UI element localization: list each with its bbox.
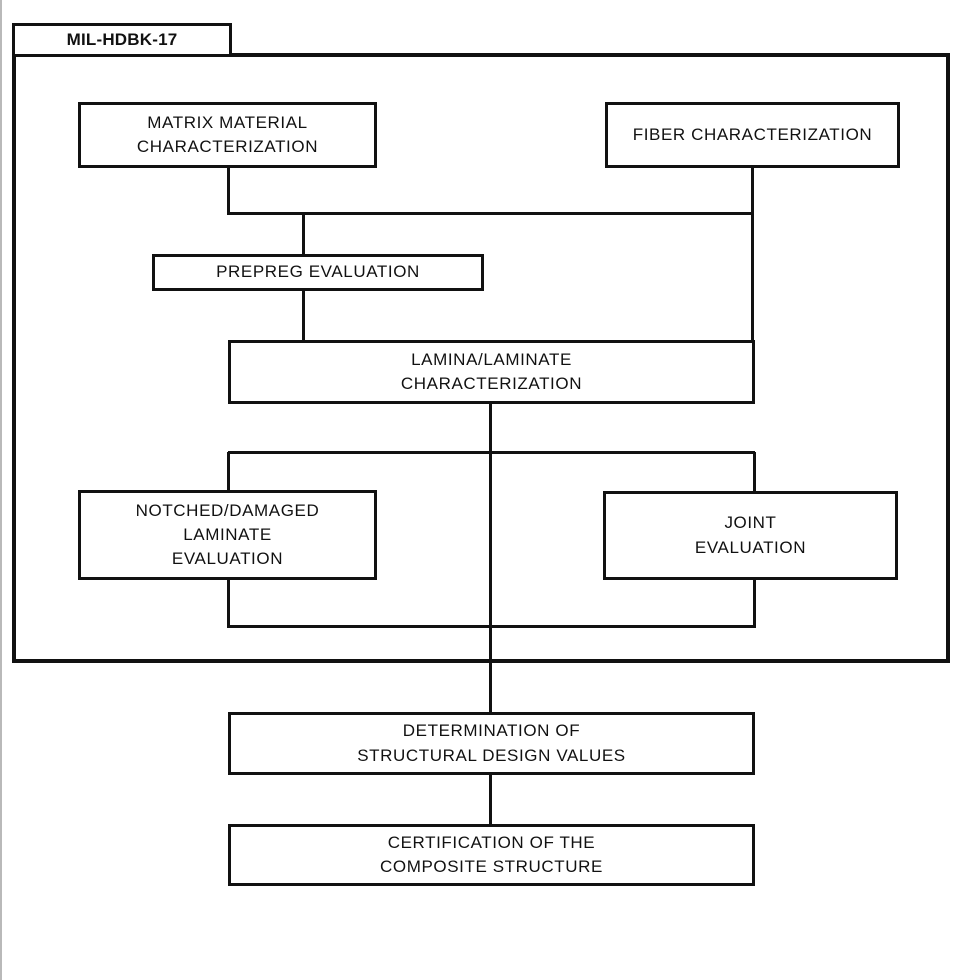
connector-notched-down xyxy=(227,580,230,628)
node-joint-line-2: EVALUATION xyxy=(694,537,807,557)
node-fiber-characterization[interactable]: FIBER CHARACTERIZATION xyxy=(605,102,900,168)
connector-joint-down xyxy=(753,580,756,628)
node-matrix-line-1: MATRIX MATERIAL xyxy=(147,112,308,132)
connector-matrix-down xyxy=(227,168,230,215)
node-notched-line-3: EVALUATION xyxy=(171,549,284,569)
node-matrix-material-characterization[interactable]: MATRIX MATERIAL CHARACTERIZATION xyxy=(78,102,377,168)
page-edge-artifact xyxy=(0,0,2,980)
node-lamina-line-2: CHARACTERIZATION xyxy=(400,374,583,393)
node-lamina-line-1: LAMINA/LAMINATE xyxy=(411,349,572,369)
node-prepreg-evaluation[interactable]: PREPREG EVALUATION xyxy=(152,254,484,291)
node-certification-line-2: COMPOSITE STRUCTURE xyxy=(380,857,603,876)
node-notched-line-1: NOTCHED/DAMAGED xyxy=(135,500,320,520)
node-lamina-laminate-characterization[interactable]: LAMINA/LAMINATE CHARACTERIZATION xyxy=(228,340,755,404)
node-notched-line-2: LAMINATE xyxy=(183,524,272,544)
connector-merge-bar xyxy=(228,625,756,628)
connector-lamina-down xyxy=(489,404,492,454)
connector-bus-to-prepreg xyxy=(302,213,305,256)
node-joint-evaluation[interactable]: JOINT EVALUATION xyxy=(603,491,898,580)
connector-bar-to-notched xyxy=(227,452,230,492)
connector-merge-to-determination xyxy=(489,626,492,714)
connector-top-bus xyxy=(227,212,754,215)
node-fiber-line-1: FIBER CHARACTERIZATION xyxy=(632,124,873,144)
connector-determination-to-certification xyxy=(489,774,492,826)
node-determination-of-structural-design-values[interactable]: DETERMINATION OF STRUCTURAL DESIGN VALUE… xyxy=(228,712,755,775)
node-certification-of-the-composite-structure[interactable]: CERTIFICATION OF THE COMPOSITE STRUCTURE xyxy=(228,824,755,886)
node-determination-line-1: DETERMINATION OF xyxy=(402,721,581,741)
connector-bar-to-joint xyxy=(753,452,756,493)
node-certification-line-1: CERTIFICATION OF THE xyxy=(387,832,596,852)
handbook-scope-tab-label: MIL-HDBK-17 xyxy=(66,30,178,49)
connector-prepreg-to-lamina xyxy=(302,290,305,342)
connector-bus-to-lamina xyxy=(751,213,754,342)
connector-bar-to-merge xyxy=(489,452,492,628)
connector-fiber-down xyxy=(751,168,754,215)
node-prepreg-line-1: PREPREG EVALUATION xyxy=(216,262,420,282)
node-joint-line-1: JOINT xyxy=(724,513,777,533)
node-determination-line-2: STRUCTURAL DESIGN VALUES xyxy=(357,745,626,765)
handbook-scope-tab: MIL-HDBK-17 xyxy=(12,23,232,57)
node-matrix-line-2: CHARACTERIZATION xyxy=(136,137,319,156)
handbook-scope-container xyxy=(12,53,950,663)
node-notched-damaged-laminate-evaluation[interactable]: NOTCHED/DAMAGED LAMINATE EVALUATION xyxy=(78,490,377,580)
